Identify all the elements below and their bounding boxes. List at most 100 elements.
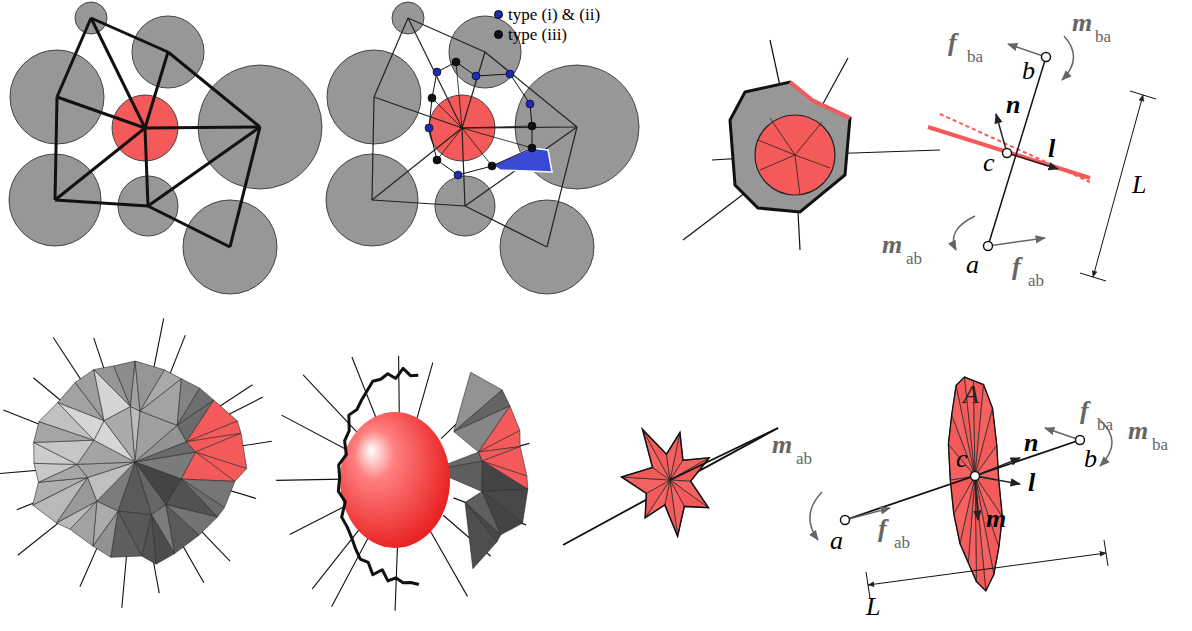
area-label: A	[963, 382, 979, 408]
vector-label: m	[882, 232, 902, 258]
dimension-tick	[1130, 91, 1156, 99]
dimension-tick	[1104, 540, 1108, 566]
cell-vertex	[452, 58, 460, 66]
spoke	[312, 523, 364, 589]
cell-panel	[683, 40, 940, 250]
legend-text: type (i) & (ii)	[508, 6, 600, 23]
contact-line	[91, 18, 168, 52]
force-arrow	[1045, 428, 1080, 440]
cell-vertex	[433, 156, 441, 164]
cell-vertex	[428, 94, 436, 102]
vector-label: m	[1072, 10, 1092, 36]
vector-label: n	[1006, 92, 1020, 118]
facet	[93, 501, 118, 546]
point-label: a	[830, 528, 843, 554]
contact-line	[462, 128, 465, 206]
force-arrow	[1008, 44, 1046, 57]
facet	[34, 463, 77, 482]
beam-line	[988, 57, 1046, 246]
point-label: c	[956, 446, 968, 472]
contact-line	[148, 206, 230, 247]
point-label: c	[983, 150, 995, 176]
spoke	[770, 118, 795, 155]
facet	[135, 442, 196, 462]
highlight-edge	[790, 82, 850, 118]
spoke	[795, 122, 822, 155]
facet-outline	[948, 377, 1002, 591]
moment-arrow	[810, 492, 822, 540]
contact-line	[230, 127, 260, 247]
subscript: ba	[1097, 416, 1113, 433]
facet	[642, 429, 670, 480]
cut-outline	[338, 368, 419, 584]
faceted-cell-3d	[0, 318, 272, 607]
vector-label: f	[1012, 254, 1021, 280]
spoke	[282, 415, 350, 451]
facet	[482, 447, 527, 476]
moment-arrow	[953, 216, 975, 250]
node-point	[1076, 436, 1085, 445]
spoke	[303, 375, 361, 437]
legend-item: type (iii)	[494, 26, 567, 43]
interface-line	[928, 127, 1090, 178]
contact-facet	[563, 428, 778, 545]
contact-line	[57, 97, 145, 128]
point-label: L	[1132, 172, 1146, 198]
vector-label: l	[1048, 136, 1055, 162]
subscript: ab	[796, 450, 812, 467]
legend-swatch	[494, 10, 503, 19]
moment-arrow	[1062, 36, 1074, 80]
beam-line	[845, 440, 1080, 520]
cell-spoke	[437, 128, 462, 160]
point-label: L	[866, 594, 880, 620]
contact-line	[57, 18, 91, 97]
legend-swatch	[494, 30, 503, 39]
binormal-vector	[975, 476, 978, 520]
cell-vertex	[454, 171, 462, 179]
legend-item: type (i) & (ii)	[494, 6, 600, 23]
contact-line	[372, 97, 374, 200]
subscript: ab	[1028, 272, 1044, 289]
point-label: b	[1022, 58, 1035, 84]
central-particle	[755, 115, 835, 195]
beam-3d	[810, 377, 1112, 598]
facet	[642, 429, 670, 480]
contact-line	[145, 127, 260, 128]
point-label: a	[966, 252, 979, 278]
cell-vertex	[526, 100, 534, 108]
beam-2d	[928, 36, 1156, 281]
cell-vertex	[488, 162, 496, 170]
subscript: ba	[967, 48, 983, 65]
contact-line	[55, 128, 145, 200]
tangent-vector	[975, 476, 1020, 484]
cell-spoke	[462, 126, 532, 128]
cell-spoke	[456, 62, 462, 128]
spoke	[290, 504, 350, 535]
node-point	[1003, 149, 1012, 158]
facet	[140, 379, 181, 426]
facet	[975, 476, 994, 591]
dimension-tick	[1080, 273, 1106, 281]
contact-line	[374, 97, 462, 128]
cell-vertex	[472, 72, 480, 80]
contact-line	[372, 128, 462, 200]
node-point	[1042, 53, 1051, 62]
facet	[667, 432, 680, 480]
spoke	[760, 155, 795, 170]
contact-line	[408, 18, 485, 52]
node-point	[841, 516, 850, 525]
particle-sphere	[340, 412, 450, 548]
contact-line	[547, 127, 577, 247]
vector-label: l	[1028, 470, 1035, 496]
legend-text: type (iii)	[508, 26, 567, 43]
cell-vertex	[425, 124, 433, 132]
contact-line	[145, 52, 168, 128]
facet-outline	[621, 429, 709, 536]
subscript: ab	[906, 250, 922, 267]
spoke	[398, 356, 400, 421]
cell-spoke	[432, 98, 462, 128]
vector-label: m	[986, 506, 1006, 532]
normal-vector	[996, 114, 1007, 153]
